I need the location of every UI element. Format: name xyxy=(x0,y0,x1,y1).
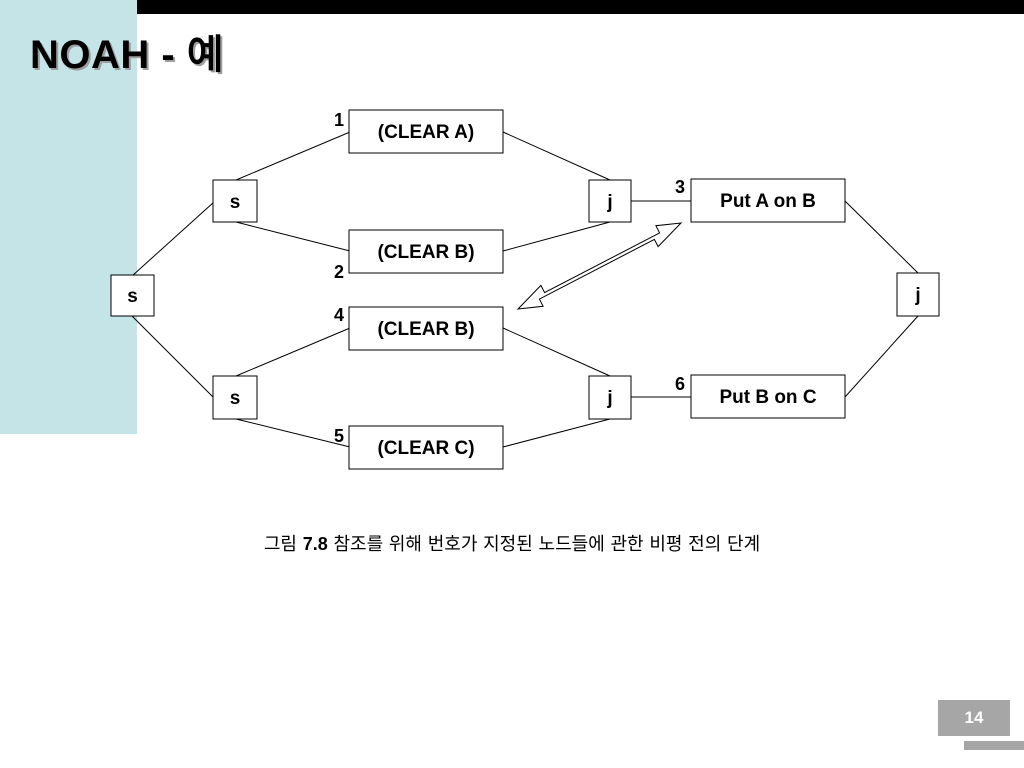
edge-clearc-jlower xyxy=(502,418,611,448)
edge-supper-clearb2 xyxy=(235,221,351,252)
step-number-4: 4 xyxy=(334,305,344,325)
node-j-lower: j xyxy=(588,375,632,420)
figure-caption: 그림 7.8 참조를 위해 번호가 지정된 노드들에 관한 비평 전의 단계 xyxy=(0,530,1024,556)
node-j-upper: j xyxy=(588,179,632,223)
edge-supper-cleara xyxy=(235,131,351,181)
node-put-b-on-c: Put B on C xyxy=(690,374,846,419)
node-s-upper: s xyxy=(212,179,258,223)
edge-clearb4-jlower xyxy=(502,327,611,377)
edge-sroot-supper xyxy=(131,201,215,277)
svg-text:(CLEAR C): (CLEAR C) xyxy=(377,438,474,459)
double-arrow-icon xyxy=(516,222,683,310)
node-s-lower: s xyxy=(212,375,258,420)
step-number-1: 1 xyxy=(334,110,344,130)
edges xyxy=(131,131,919,448)
svg-text:(CLEAR B): (CLEAR B) xyxy=(377,319,474,340)
top-bar xyxy=(35,0,1024,14)
svg-text:Put B on C: Put B on C xyxy=(719,387,816,408)
svg-text:j: j xyxy=(606,388,612,409)
node-j-root: j xyxy=(896,272,940,317)
step-number-2: 2 xyxy=(334,262,344,282)
page-number-underbar xyxy=(964,741,1024,750)
slide-title: NOAH - 예 xyxy=(30,33,225,77)
svg-text:s: s xyxy=(127,286,138,307)
node-clear-a: (CLEAR A) xyxy=(348,109,504,154)
edge-slower-clearb4 xyxy=(235,327,351,377)
node-clear-b-4: (CLEAR B) xyxy=(348,306,504,351)
svg-text:(CLEAR A): (CLEAR A) xyxy=(378,122,474,143)
edge-cleara-jupper xyxy=(502,131,611,181)
caption-text: 참조를 위해 번호가 지정된 노드들에 관한 비평 전의 단계 xyxy=(327,534,761,555)
edge-slower-clearc xyxy=(235,418,351,448)
node-clear-c: (CLEAR C) xyxy=(348,425,504,470)
step-number-6: 6 xyxy=(675,374,685,394)
svg-text:s: s xyxy=(230,192,241,213)
step-number-5: 5 xyxy=(334,426,344,446)
edge-putb-jroot xyxy=(844,315,919,398)
step-number-3: 3 xyxy=(675,177,685,197)
edge-sroot-slower xyxy=(131,315,215,399)
svg-text:j: j xyxy=(914,285,920,306)
svg-text:Put A on B: Put A on B xyxy=(720,191,816,212)
caption-figure-number: 7.8 xyxy=(302,534,328,554)
svg-text:j: j xyxy=(606,192,612,213)
side-panel xyxy=(0,0,137,434)
edge-puta-jroot xyxy=(844,200,919,274)
edge-clearb2-jupper xyxy=(502,221,611,252)
node-put-a-on-b: Put A on B xyxy=(690,178,846,223)
node-s-root: s xyxy=(110,274,155,317)
svg-text:s: s xyxy=(230,388,241,409)
node-clear-b-2: (CLEAR B) xyxy=(348,229,504,274)
caption-prefix: 그림 xyxy=(263,534,303,555)
svg-text:(CLEAR B): (CLEAR B) xyxy=(377,242,474,263)
page-number: 14 xyxy=(938,700,1010,736)
